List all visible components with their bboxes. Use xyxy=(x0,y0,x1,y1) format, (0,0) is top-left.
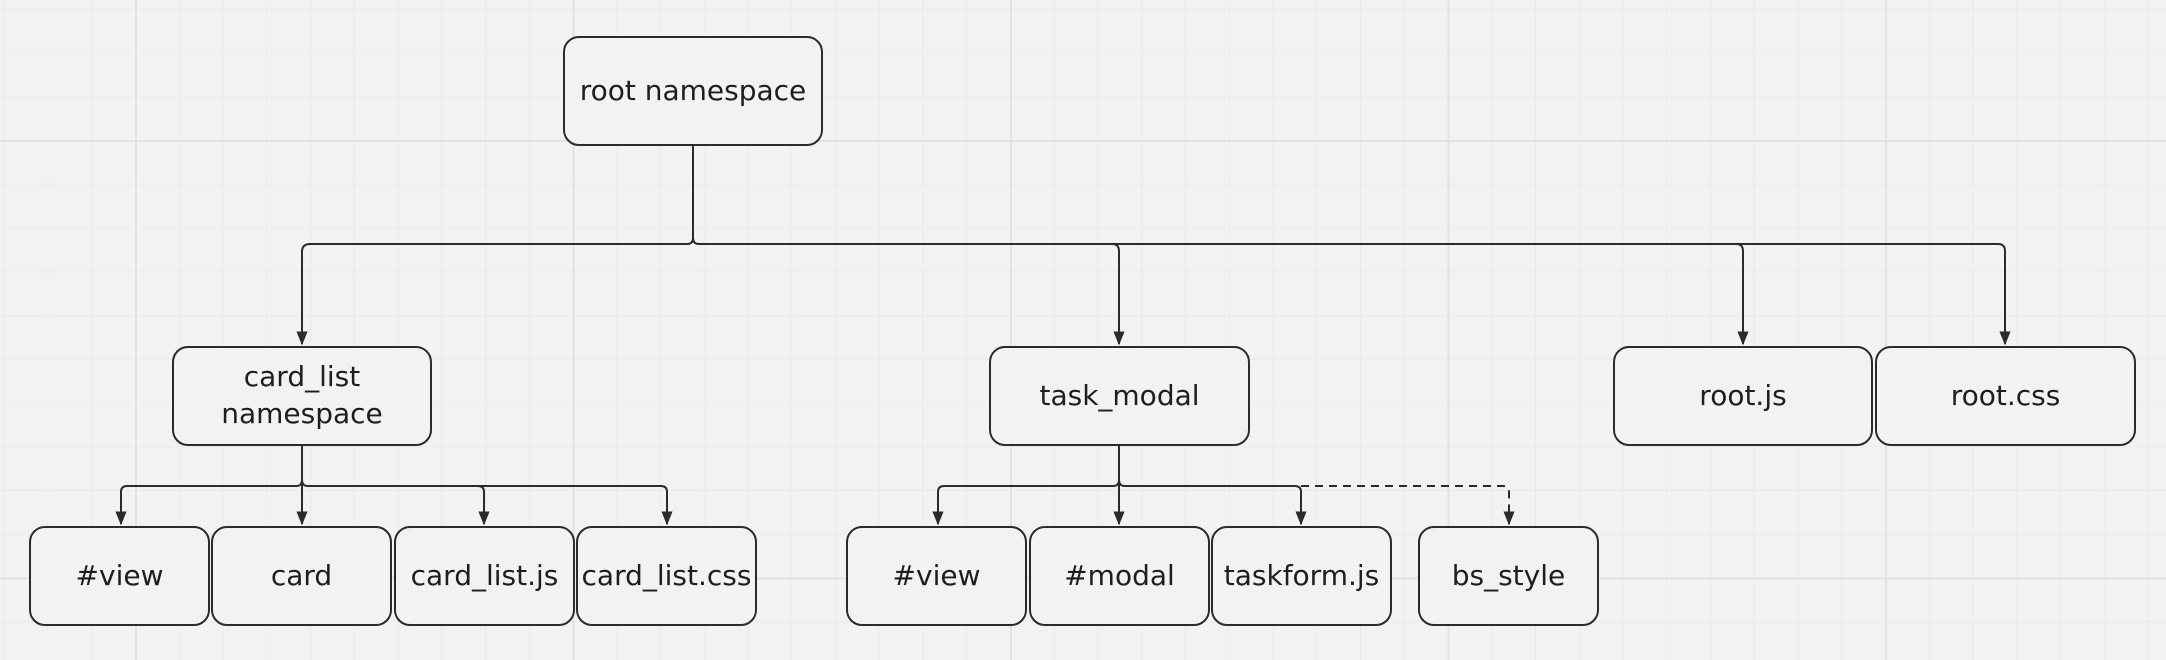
connector-root-to-root-js xyxy=(1112,243,1749,346)
node-label: #view xyxy=(892,558,981,592)
node-card[interactable]: card xyxy=(211,526,392,626)
node-label: card_list namespace xyxy=(221,360,383,430)
node-bs-style[interactable]: bs_style xyxy=(1418,526,1599,626)
node-card-list-css[interactable]: card_list.css xyxy=(576,526,757,626)
connector-root-to-card-list xyxy=(296,146,694,346)
node-root-namespace[interactable]: root namespace xyxy=(563,36,823,146)
node-task-modal[interactable]: task_modal xyxy=(989,346,1250,446)
node-label: root.css xyxy=(1950,378,2061,412)
node-label: root.js xyxy=(1699,378,1787,412)
node-label: root namespace xyxy=(579,73,807,107)
connector-task-modal-to-taskform xyxy=(1118,479,1307,526)
connector-root-to-task-modal xyxy=(692,237,1125,346)
node-root-css[interactable]: root.css xyxy=(1875,346,2136,446)
node-label: card_list.js xyxy=(410,558,559,592)
node-label: card_list.css xyxy=(581,558,752,592)
connector-card-list-to-js xyxy=(301,479,490,526)
node-label: #modal xyxy=(1064,558,1175,592)
node-root-js[interactable]: root.js xyxy=(1613,346,1873,446)
node-taskform-js[interactable]: taskform.js xyxy=(1211,526,1392,626)
node-task-modal-view[interactable]: #view xyxy=(846,526,1027,626)
node-label: card xyxy=(270,558,333,592)
node-modal[interactable]: #modal xyxy=(1029,526,1210,626)
node-label: task_modal xyxy=(1039,378,1200,412)
connector-task-modal-to-view xyxy=(932,446,1120,526)
node-label: #view xyxy=(75,558,164,592)
node-card-list-namespace[interactable]: card_list namespace xyxy=(172,346,432,446)
connector-card-list-to-css xyxy=(478,485,673,526)
node-card-list-js[interactable]: card_list.js xyxy=(394,526,575,626)
connector-card-list-to-view xyxy=(115,446,303,526)
node-label: bs_style xyxy=(1451,558,1566,592)
connector-task-modal-to-bs-style xyxy=(1301,485,1515,526)
connector-root-to-root-css xyxy=(1736,243,2011,346)
node-card-list-view[interactable]: #view xyxy=(29,526,210,626)
node-label: taskform.js xyxy=(1223,558,1380,592)
